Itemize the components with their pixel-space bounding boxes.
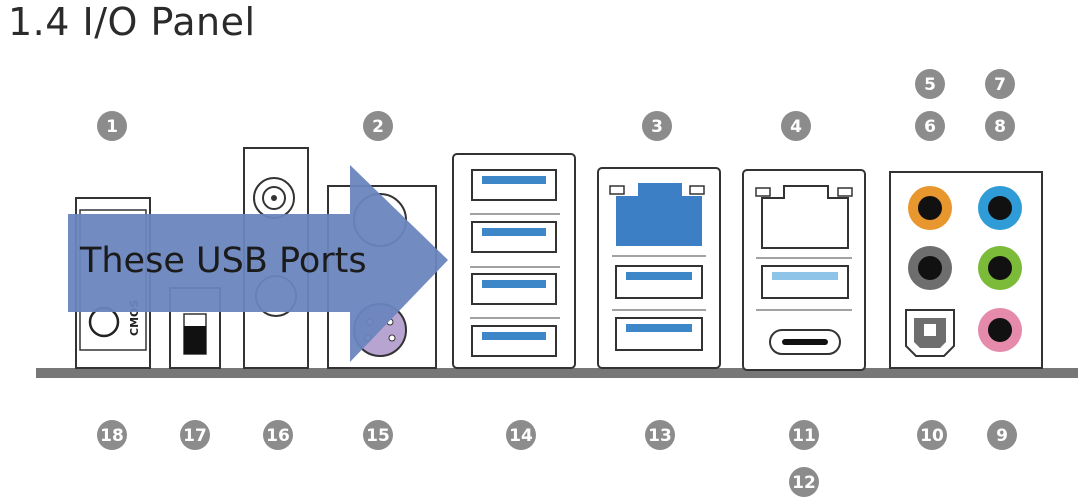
svg-text:12: 12	[792, 473, 816, 493]
usb-port	[471, 169, 557, 201]
callout-4: 4	[781, 111, 811, 141]
svg-text:6: 6	[924, 117, 936, 137]
callout-16: 16	[263, 420, 293, 450]
svg-text:9: 9	[996, 426, 1008, 446]
callout-11: 11	[789, 420, 819, 450]
callout-17: 17	[180, 420, 210, 450]
highlight-arrow	[68, 165, 448, 362]
svg-text:5: 5	[924, 75, 936, 95]
lan-port	[761, 185, 849, 249]
svg-text:1: 1	[106, 117, 118, 137]
callout-2: 2	[363, 111, 393, 141]
callout-14: 14	[506, 420, 536, 450]
callout-18: 18	[97, 420, 127, 450]
svg-text:3: 3	[651, 117, 663, 137]
callout-5: 5	[915, 69, 945, 99]
callout-9: 9	[987, 420, 1017, 450]
svg-text:10: 10	[920, 426, 944, 446]
svg-text:13: 13	[648, 426, 672, 446]
svg-text:2: 2	[372, 117, 384, 137]
usb-port	[471, 221, 557, 253]
callout-15: 15	[363, 420, 393, 450]
callout-13: 13	[645, 420, 675, 450]
lan-usb-stack	[597, 167, 721, 369]
arrow-label: These USB Ports	[79, 241, 367, 281]
svg-text:7: 7	[994, 75, 1006, 95]
usb-port	[615, 265, 703, 299]
callout-12: 12	[789, 467, 819, 497]
svg-text:8: 8	[994, 117, 1006, 137]
lan-port	[616, 183, 702, 246]
svg-text:17: 17	[183, 426, 207, 446]
io-shield-baseline	[36, 368, 1078, 378]
callout-6: 6	[915, 111, 945, 141]
usb-port	[471, 273, 557, 305]
callout-1: 1	[97, 111, 127, 141]
svg-text:11: 11	[792, 426, 816, 446]
callout-7: 7	[985, 69, 1015, 99]
svg-text:18: 18	[100, 426, 124, 446]
svg-text:4: 4	[790, 117, 802, 137]
callout-3: 3	[642, 111, 672, 141]
audio-jacks	[889, 171, 1043, 369]
callout-8: 8	[985, 111, 1015, 141]
usb-port	[471, 325, 557, 357]
lan-usb-c-stack	[742, 169, 866, 371]
usb-port	[761, 265, 849, 299]
callout-10: 10	[917, 420, 947, 450]
svg-text:14: 14	[509, 426, 533, 446]
svg-text:15: 15	[366, 426, 390, 446]
usb-stack-4	[452, 153, 576, 369]
svg-text:16: 16	[266, 426, 290, 446]
page-title: 1.4 I/O Panel	[8, 0, 256, 44]
usb-port	[615, 317, 703, 351]
